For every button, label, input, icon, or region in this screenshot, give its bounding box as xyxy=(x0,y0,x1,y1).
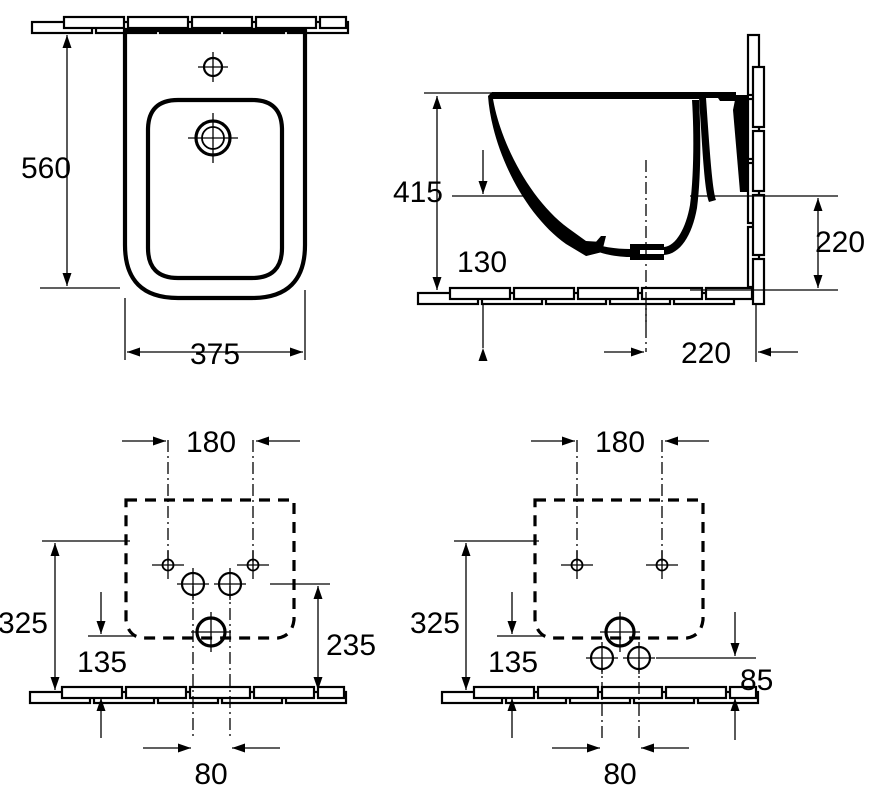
wall-hatch-floor-bl xyxy=(28,685,348,705)
bidet-outer-outline xyxy=(122,27,308,301)
dimension-135-br: 135 xyxy=(488,592,538,738)
dim-label-220-vertical: 220 xyxy=(815,226,865,259)
view-front-top-left: 560 375 xyxy=(21,15,350,371)
dim-label-130: 130 xyxy=(457,246,507,279)
product-silhouette-dashed-bl xyxy=(124,498,296,640)
wall-hatch-top xyxy=(30,15,350,35)
dim-label-415: 415 xyxy=(393,176,443,209)
dimension-85-br: 85 xyxy=(730,612,773,740)
dimension-80-br: 80 xyxy=(552,743,689,791)
dimension-130: 130 xyxy=(457,150,507,361)
dim-label-135-bl: 135 xyxy=(77,646,127,679)
wall-hatch-floor-br xyxy=(440,685,760,705)
wall-hatch-floor-side xyxy=(416,286,754,306)
waste-outlet-hole xyxy=(188,113,238,163)
dimension-560: 560 xyxy=(21,35,72,286)
dim-label-325-br: 325 xyxy=(410,607,460,640)
bidet-inner-bowl-outline xyxy=(145,97,285,281)
dimension-325-bl: 325 xyxy=(0,543,60,690)
dim-label-375: 375 xyxy=(190,338,240,371)
dimension-375: 375 xyxy=(127,338,303,371)
dimension-180-br: 180 xyxy=(531,426,709,459)
dim-label-180-bl: 180 xyxy=(186,426,236,459)
dim-label-180-br: 180 xyxy=(595,426,645,459)
dimension-220-vertical: 220 xyxy=(813,198,865,288)
waste-hole-br xyxy=(600,612,640,652)
wall-hatch-vertical-side xyxy=(746,33,766,306)
dim-label-85-br: 85 xyxy=(740,664,773,697)
dim-label-135-br: 135 xyxy=(488,646,538,679)
dimension-235-bl: 235 xyxy=(313,586,376,690)
dimension-135-bl: 135 xyxy=(77,592,127,738)
dim-label-80-bl: 80 xyxy=(194,758,227,791)
dimension-415: 415 xyxy=(393,96,443,290)
dim-label-80-br: 80 xyxy=(603,758,636,791)
view-side-top-right: 415 130 220 220 xyxy=(393,33,865,370)
dim-label-325-bl: 325 xyxy=(0,607,48,640)
tap-hole-upper xyxy=(198,52,228,82)
view-fixing-plan-bottom-right: 180 325 135 85 80 xyxy=(410,426,773,791)
bidet-side-profile xyxy=(488,92,749,260)
dim-label-235-bl: 235 xyxy=(326,629,376,662)
dimension-80-bl: 80 xyxy=(143,743,280,791)
product-silhouette-dashed-br xyxy=(533,498,705,640)
waste-hole-bl xyxy=(191,612,231,652)
view-fixing-plan-bottom-left: 180 325 135 235 80 xyxy=(0,426,376,791)
dim-label-220-horizontal: 220 xyxy=(681,337,731,370)
dimension-220-horizontal: 220 xyxy=(604,337,798,370)
dimension-180-bl: 180 xyxy=(122,426,300,459)
dimension-325-br: 325 xyxy=(410,543,471,690)
dim-label-560: 560 xyxy=(21,152,71,185)
